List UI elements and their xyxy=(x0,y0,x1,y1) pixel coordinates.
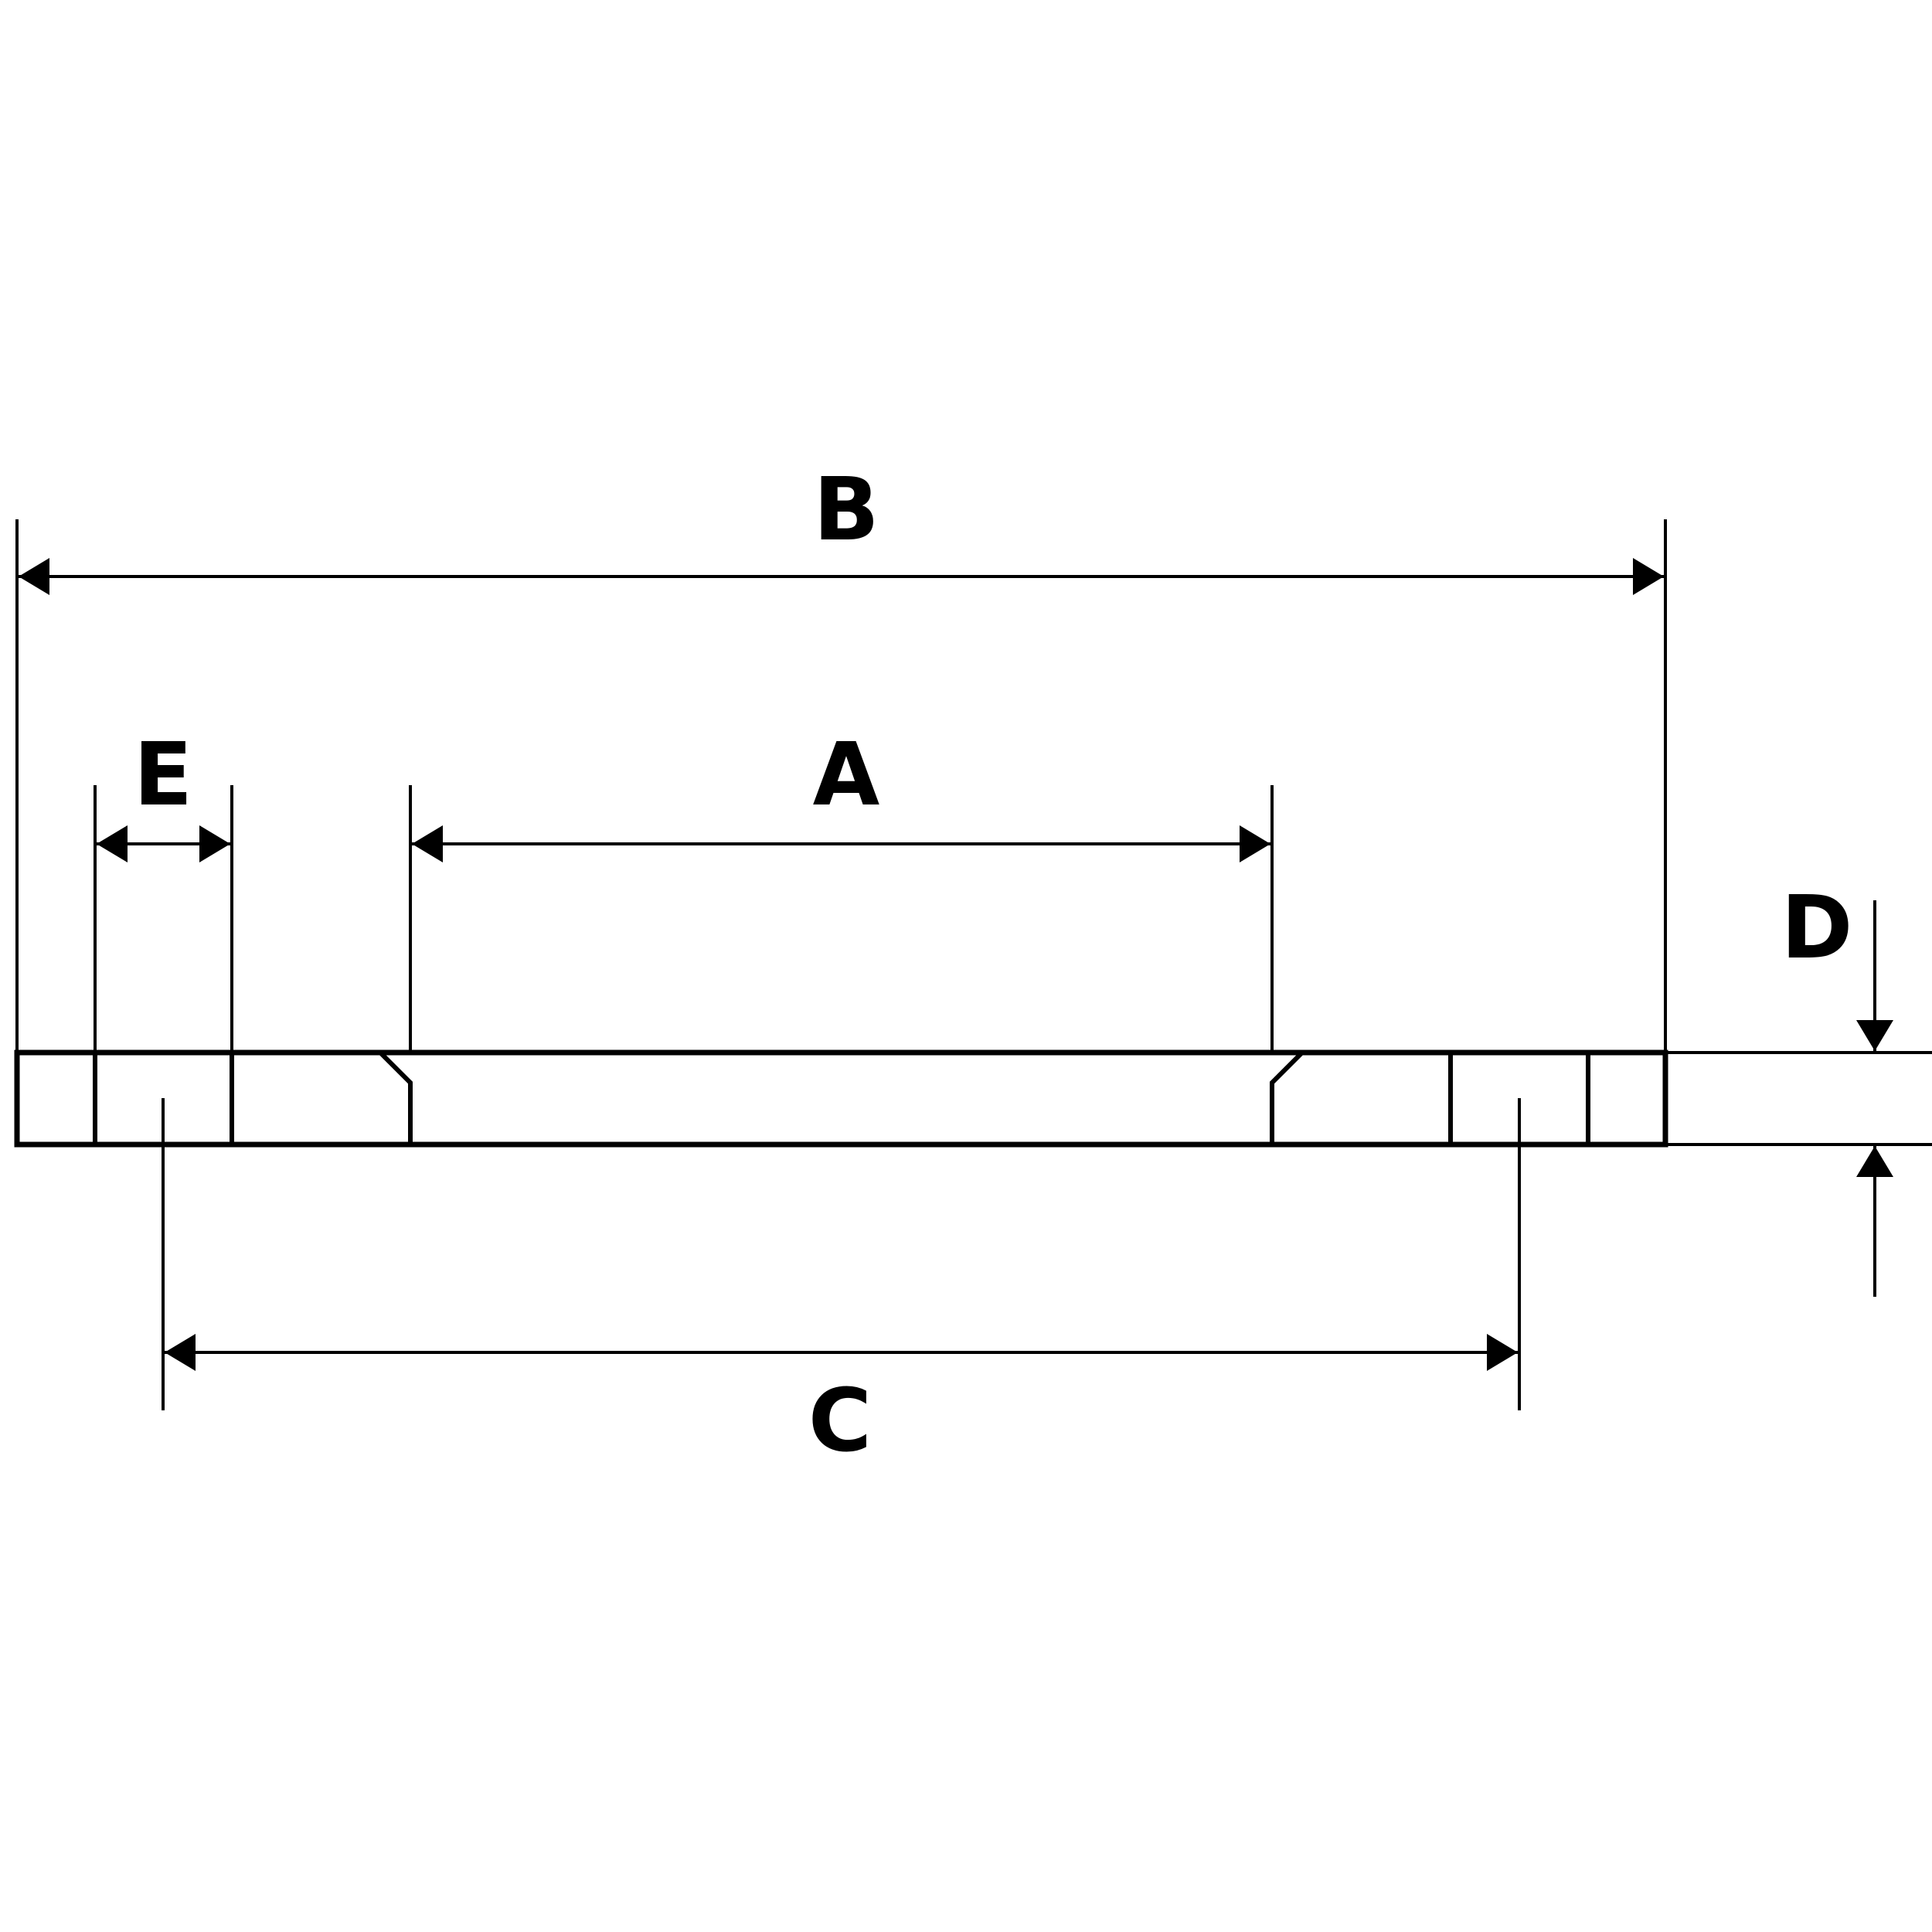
dimension-e xyxy=(94,785,233,1053)
flange-body xyxy=(14,1049,1668,1148)
bore-right-chamfer xyxy=(1270,1050,1304,1145)
bore-left-chamfer xyxy=(378,1050,413,1145)
dimension-b xyxy=(15,519,1667,1053)
dimension-a xyxy=(409,785,1274,1053)
dimension-a-label: A xyxy=(813,725,880,825)
dimension-d xyxy=(1665,900,1932,1297)
dimension-d-label: D xyxy=(1781,878,1853,978)
flange-outline xyxy=(14,1049,1668,1148)
dimension-c xyxy=(162,1098,1521,1410)
dimension-e-label: E xyxy=(134,725,193,825)
dimension-b-label: B xyxy=(813,460,879,560)
dimension-c-label: C xyxy=(808,1371,872,1471)
